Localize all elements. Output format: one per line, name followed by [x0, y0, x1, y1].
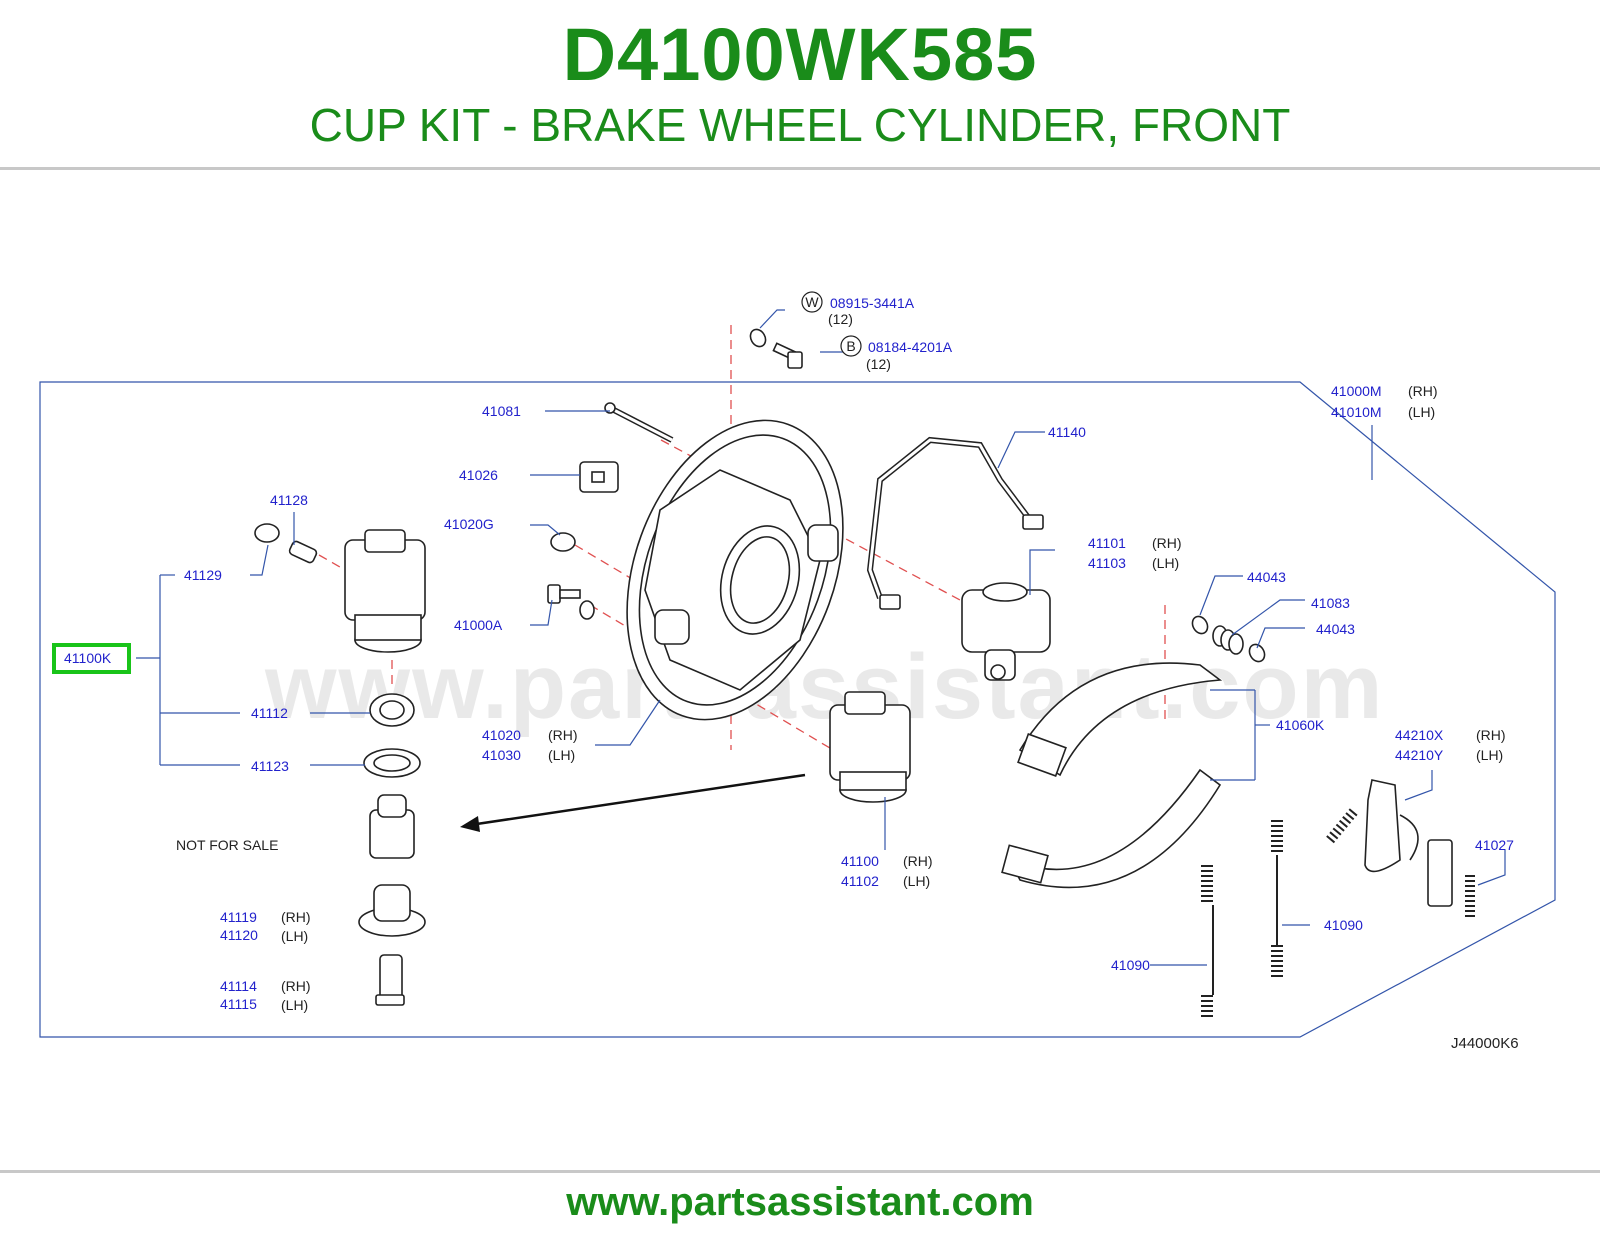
label-44043-b[interactable]: 44043 [1316, 621, 1355, 637]
qty-08184: (12) [866, 356, 891, 372]
part-code-title: D4100WK585 [562, 13, 1038, 96]
footer-divider [0, 1170, 1600, 1173]
label-41120[interactable]: 41120 [220, 927, 258, 943]
watermark-text: www.partsassistant.com [264, 636, 1384, 738]
label-41083[interactable]: 41083 [1311, 595, 1350, 611]
label-41102[interactable]: 41102 [841, 873, 879, 889]
diagram-ref-code: J44000K6 [1451, 1035, 1519, 1052]
wheel-cylinder-41101 [961, 582, 1051, 681]
label-41115[interactable]: 41115 [220, 996, 257, 1012]
label-41112[interactable]: 41112 [251, 705, 288, 721]
label-44210x-side: (RH) [1476, 727, 1506, 743]
label-41030[interactable]: 41030 [482, 747, 521, 763]
label-08915-3441a[interactable]: 08915-3441A [830, 295, 915, 311]
cup-41123 [363, 748, 421, 778]
label-41101[interactable]: 41101 [1088, 535, 1126, 551]
label-41100-side: (RH) [903, 853, 933, 869]
label-41020g[interactable]: 41020G [444, 516, 494, 532]
symbol-b: B [846, 338, 855, 354]
label-41101-side: (RH) [1152, 535, 1182, 551]
brake-pipe-41140 [866, 436, 1033, 600]
brake-shoe-upper [1017, 662, 1223, 777]
label-41000a[interactable]: 41000A [454, 617, 503, 633]
bolt-41081 [604, 402, 674, 443]
label-41100k[interactable]: 41100K [64, 650, 112, 666]
retainer-41027 [1427, 839, 1475, 920]
label-44210x[interactable]: 44210X [1395, 727, 1444, 743]
plug-41020g [550, 532, 576, 552]
washer-44043-a [1191, 615, 1209, 635]
block-41026 [579, 461, 619, 493]
leader-lines [136, 309, 1506, 966]
label-44043-a[interactable]: 44043 [1247, 569, 1286, 585]
symbol-w: W [805, 294, 819, 310]
bolt-41000a [547, 584, 595, 620]
label-41020-side: (RH) [548, 727, 578, 743]
label-41030-side: (LH) [548, 747, 575, 763]
spring-41083 [1212, 625, 1244, 655]
piston-not-for-sale [369, 794, 415, 859]
label-41026[interactable]: 41026 [459, 467, 498, 483]
qty-08915: (12) [828, 311, 853, 327]
label-41114-side: (RH) [281, 978, 311, 994]
wheel-cylinder-41100 [829, 691, 911, 803]
label-41090-left[interactable]: 41090 [1111, 957, 1150, 973]
spring-41090-left [1201, 865, 1214, 1020]
label-41123[interactable]: 41123 [251, 758, 289, 774]
label-41100[interactable]: 41100 [841, 853, 879, 869]
label-44210y-side: (LH) [1476, 747, 1503, 763]
pointer-arrow [469, 773, 806, 827]
washer-08915 [749, 328, 767, 348]
label-41140[interactable]: 41140 [1048, 424, 1086, 440]
brake-shoe-lower [1001, 768, 1222, 889]
symbol-w-circle [801, 291, 823, 313]
label-41000m[interactable]: 41000M [1331, 383, 1382, 399]
bolt-08184 [772, 342, 803, 369]
wheel-cylinder-upper [344, 529, 426, 653]
label-41060k[interactable]: 41060K [1276, 717, 1325, 733]
washer-44043-b [1248, 643, 1266, 663]
label-41114[interactable]: 41114 [220, 978, 257, 994]
label-41020[interactable]: 41020 [482, 727, 521, 743]
label-41119-side: (RH) [281, 909, 311, 925]
header-divider [0, 167, 1600, 170]
label-41081[interactable]: 41081 [482, 403, 521, 419]
label-41027[interactable]: 41027 [1475, 837, 1514, 853]
label-44210y[interactable]: 44210Y [1395, 747, 1444, 763]
piston-41119 [358, 884, 426, 937]
label-41102-side: (LH) [903, 873, 930, 889]
lever-44210x [1364, 779, 1419, 873]
label-41103-side: (LH) [1152, 555, 1179, 571]
symbol-b-circle [840, 335, 862, 357]
not-for-sale-label: NOT FOR SALE [176, 837, 278, 853]
label-41120-side: (LH) [281, 928, 308, 944]
diagram-frame [39, 381, 1556, 1038]
label-41128[interactable]: 41128 [270, 492, 308, 508]
cap-41128 [254, 523, 318, 564]
label-41010m-side: (LH) [1408, 404, 1435, 420]
label-08184-4201a[interactable]: 08184-4201A [868, 339, 953, 355]
ring-41112 [369, 693, 415, 727]
label-41000m-side: (RH) [1408, 383, 1438, 399]
highlight-box [52, 643, 131, 674]
part-description: CUP KIT - BRAKE WHEEL CYLINDER, FRONT [309, 99, 1291, 151]
footer-url[interactable]: www.partsassistant.com [566, 1180, 1034, 1224]
backing-plate [626, 419, 844, 721]
label-41115-side: (LH) [281, 997, 308, 1013]
spring-44210-small [1326, 806, 1359, 844]
label-41119[interactable]: 41119 [220, 909, 257, 925]
label-41129[interactable]: 41129 [184, 567, 222, 583]
label-41010m[interactable]: 41010M [1331, 404, 1382, 420]
label-41090-right[interactable]: 41090 [1324, 917, 1363, 933]
label-41103[interactable]: 41103 [1088, 555, 1126, 571]
bleeder-41114 [375, 954, 405, 1006]
